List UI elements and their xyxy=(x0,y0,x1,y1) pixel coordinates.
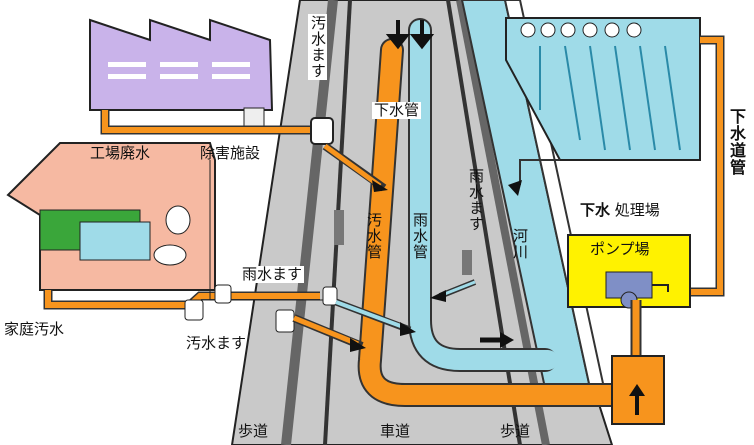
house-connection-pipe xyxy=(293,315,359,347)
rain-inlet-road xyxy=(322,286,338,306)
label-treatment-facility: 除害施設 xyxy=(200,144,261,162)
rain-inlet-arrow xyxy=(430,290,446,302)
flow-down-arrows xyxy=(385,20,435,50)
label-sewage-inlet-top: 汚水ます xyxy=(308,14,327,80)
rain-inlet-house xyxy=(214,284,232,304)
toilet xyxy=(153,244,187,266)
toilet-tank xyxy=(165,205,191,235)
label-rain-inlet-left: 雨水ます xyxy=(240,265,305,283)
sewage-inlet-house xyxy=(184,299,204,321)
sewage-inlet-factory xyxy=(310,117,334,145)
label-river: 河川 xyxy=(511,228,529,260)
river-flow-arrow xyxy=(500,332,514,348)
label-factory-waste: 工場廃水 xyxy=(90,144,151,162)
arrow-to-sewer xyxy=(372,180,388,192)
label-sewage-inlet-bottom: 汚水ます xyxy=(186,334,247,352)
label-treatment-plant-rest: 処理場 xyxy=(614,201,660,219)
treatment-plant xyxy=(505,17,701,161)
label-household-waste: 家庭汚水 xyxy=(4,320,65,338)
pump-to-plant-pipe xyxy=(690,37,723,295)
pump-station xyxy=(567,234,691,355)
label-rain-inlet-middle: 雨水ます xyxy=(467,168,485,232)
bathtub xyxy=(79,221,151,261)
label-sewage-pipe: 汚水管 xyxy=(365,212,383,260)
label-treatment-plant: 下水 処理場 xyxy=(580,203,660,218)
road-gutters xyxy=(334,210,472,275)
label-treatment-plant-bold: 下水 xyxy=(580,201,611,219)
sewage-inlet-road xyxy=(275,309,295,333)
factory xyxy=(89,18,274,129)
sewage-pipe xyxy=(359,40,622,405)
label-rain-pipe: 雨水管 xyxy=(411,212,429,260)
label-roadway: 車道 xyxy=(380,422,411,440)
rain-connection-pipe xyxy=(335,300,407,330)
house xyxy=(6,142,216,291)
rain-pipe xyxy=(410,20,558,370)
label-sidewalk-right: 歩道 xyxy=(500,422,531,440)
pump-up-arrow xyxy=(629,384,645,396)
label-pump-station: ポンプ場 xyxy=(590,240,650,258)
label-sewer-pipe: 下水管 xyxy=(372,101,422,119)
label-sidewalk-left: 歩道 xyxy=(238,422,269,440)
plant-outflow-arrow xyxy=(508,180,522,196)
label-sewerage-title: 下水道管 xyxy=(727,108,746,176)
